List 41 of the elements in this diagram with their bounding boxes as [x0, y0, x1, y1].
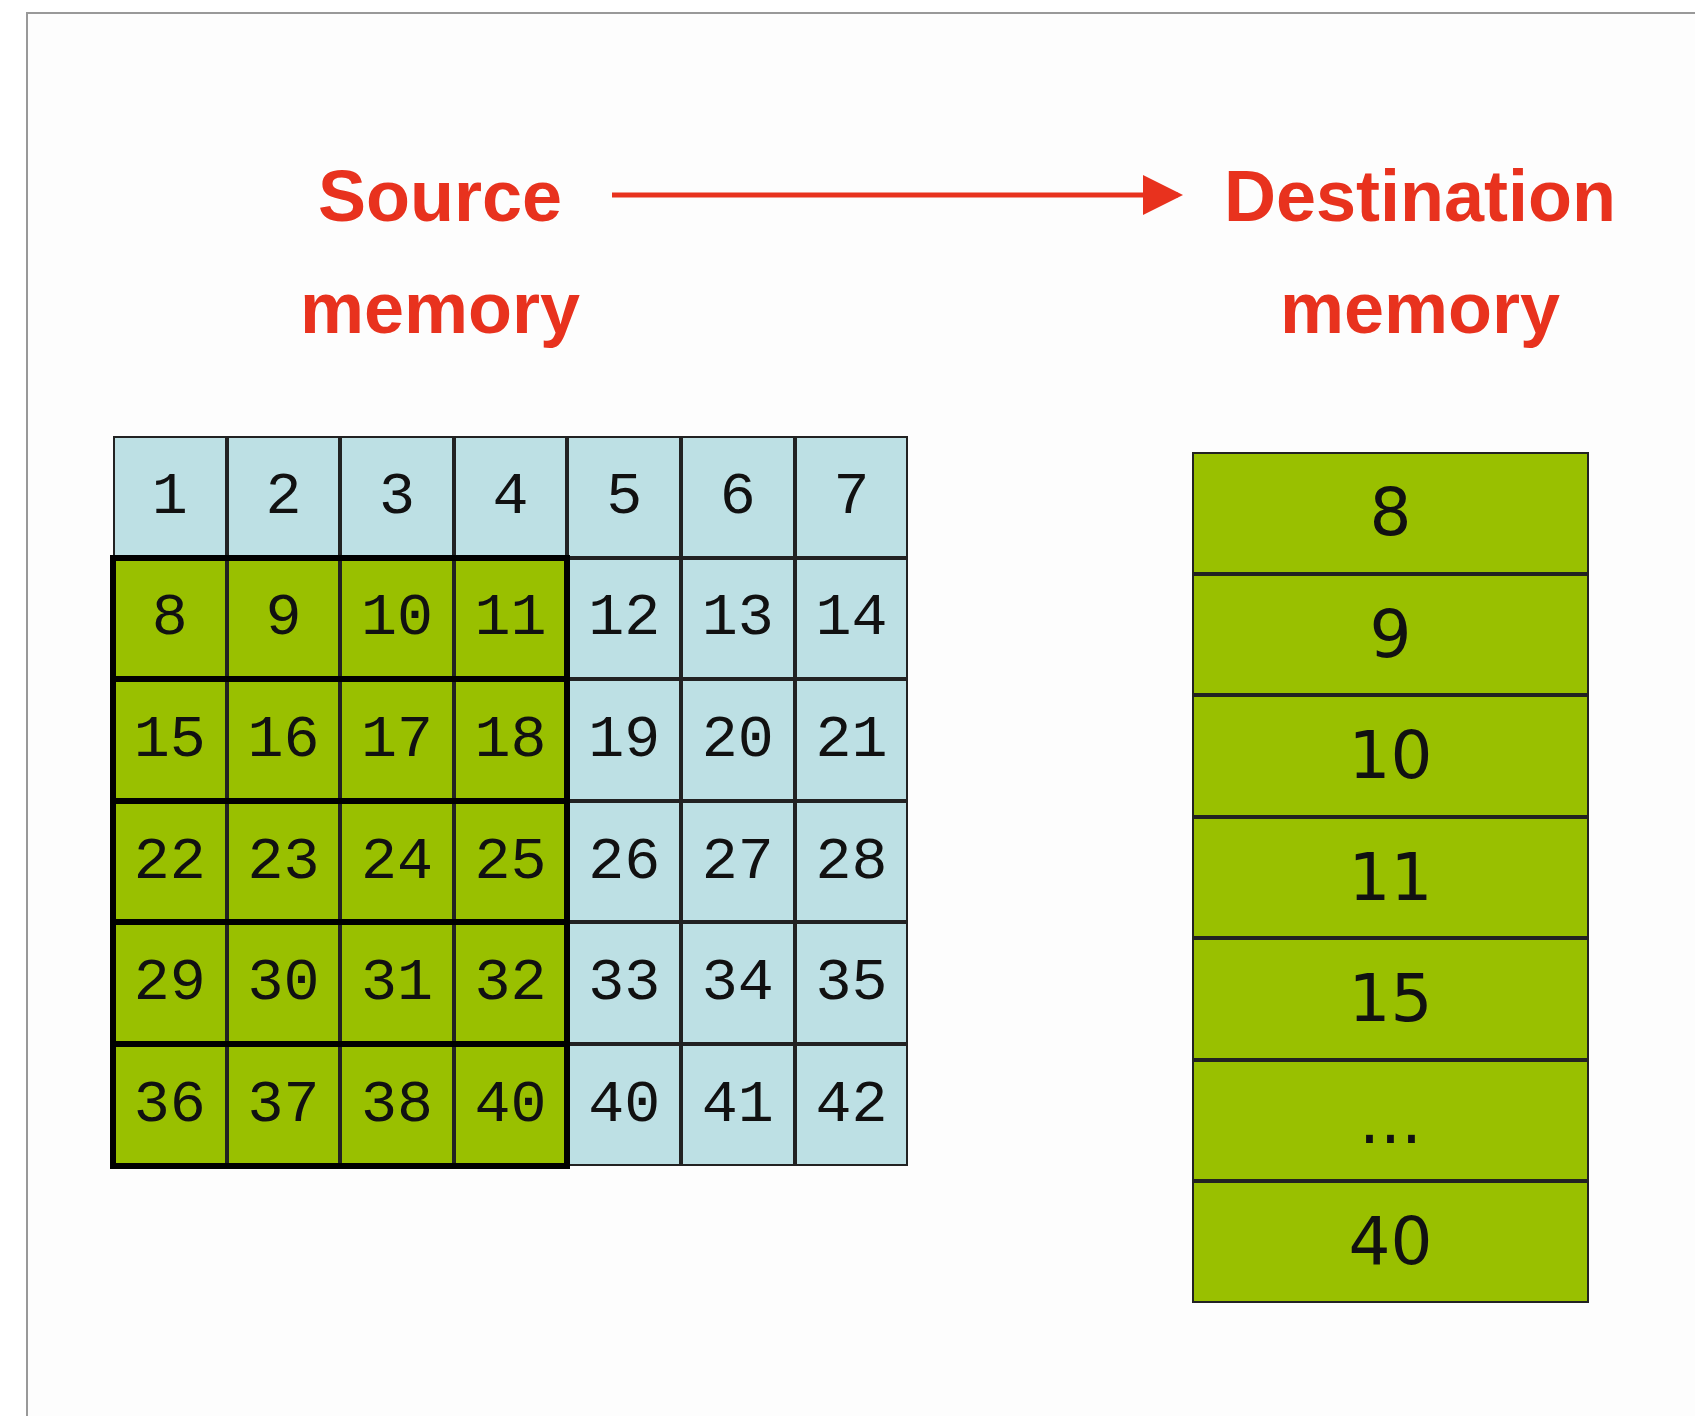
memory-cell: 21 — [794, 679, 909, 801]
heading: Source memory — [298, 155, 582, 350]
arrow — [612, 175, 1183, 215]
memory-cell: 35 — [794, 922, 909, 1044]
memory-cell: 7 — [794, 436, 909, 558]
memory-cell: 19 — [567, 679, 681, 801]
memory-cell: 34 — [681, 922, 795, 1044]
memory-cell: 5 — [567, 436, 681, 558]
memory-cell: 17 — [340, 679, 454, 801]
heading: Destination memory — [1223, 155, 1617, 350]
memory-cell: 40 — [1192, 1181, 1589, 1303]
memory-cell: 3 — [340, 436, 454, 558]
memory-cell: 6 — [681, 436, 795, 558]
memory-cell: 33 — [567, 922, 681, 1044]
memory-cell: 15 — [113, 679, 227, 801]
memory-cell: 11 — [1192, 816, 1589, 938]
memory-cell: 28 — [794, 800, 909, 923]
memory-cell: 38 — [340, 1044, 454, 1166]
memory-cell: 15 — [1192, 938, 1589, 1060]
memory-cell: 30 — [226, 922, 341, 1044]
memory-cell: 8 — [1192, 452, 1589, 574]
memory-cell: 26 — [567, 800, 681, 923]
memory-cell: 40 — [567, 1044, 681, 1166]
memory-cell: 13 — [681, 557, 795, 680]
memory-cell: 31 — [340, 922, 454, 1044]
memory-cell: ... — [1192, 1059, 1589, 1181]
memory-cell: 14 — [794, 557, 909, 680]
memory-cell: 20 — [681, 679, 795, 801]
memory-cell: 36 — [113, 1044, 227, 1166]
memory-cell: 27 — [681, 800, 795, 923]
memory-cell: 29 — [113, 922, 227, 1044]
memory-cell: 1 — [113, 436, 227, 558]
memory-cell: 12 — [567, 557, 681, 680]
memory-cell: 37 — [226, 1044, 341, 1166]
memory-cell: 2 — [226, 436, 341, 558]
memory-cell: 10 — [1192, 695, 1589, 817]
memory-cell: 9 — [1192, 573, 1589, 695]
memory-cell: 42 — [794, 1044, 909, 1166]
memory-cell: 4 — [453, 436, 568, 558]
memory-cell: 16 — [226, 679, 341, 801]
memory-cell: 41 — [681, 1044, 795, 1166]
